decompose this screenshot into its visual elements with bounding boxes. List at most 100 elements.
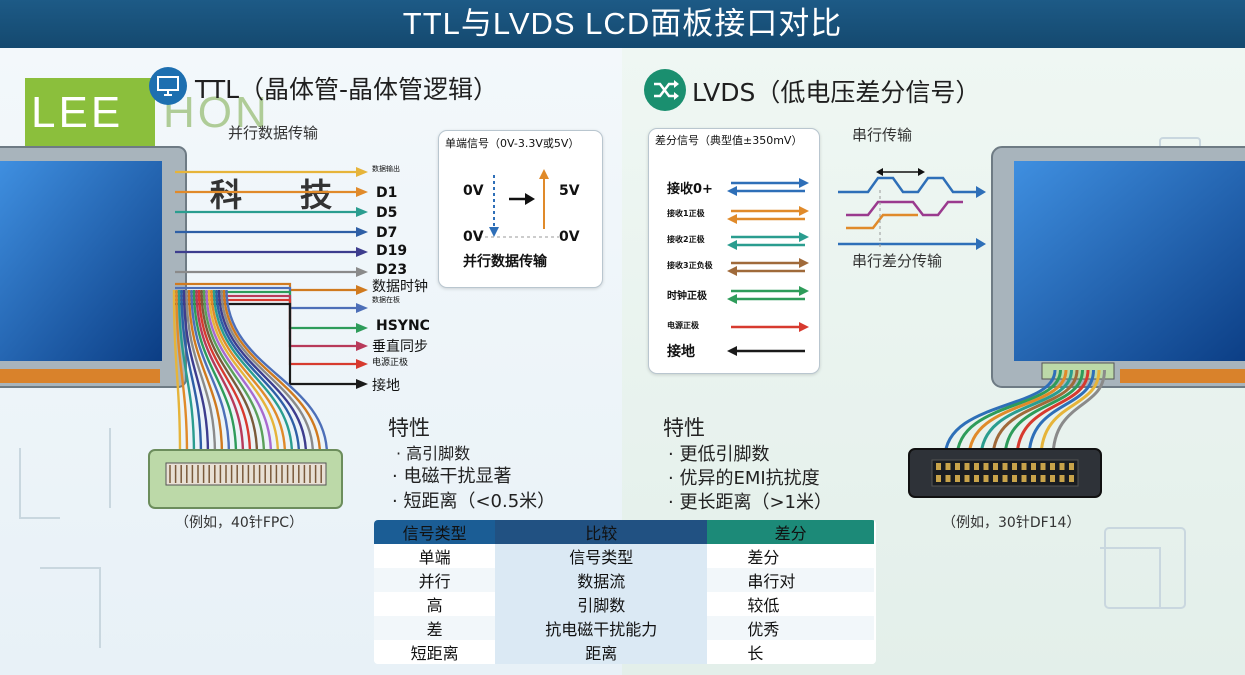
diff-pair-arrow	[727, 178, 809, 196]
comparison-table: 信号类型 比较 差分 单端信号类型差分并行数据流串行对高引脚数较低差抗电磁干扰能…	[374, 520, 876, 664]
table-cell: 差	[374, 616, 496, 640]
signal-label: D19	[376, 243, 408, 259]
df14-pin	[955, 475, 960, 482]
df14-pin	[1040, 475, 1046, 482]
signal-arrow	[356, 323, 368, 333]
ribbon-wire	[192, 290, 238, 456]
diff-pair-label: 电源正极	[667, 321, 699, 330]
lvds-wire	[1039, 370, 1101, 459]
diff-pair-arrow	[727, 258, 809, 276]
signal-label: 数据输出	[372, 165, 400, 173]
df14-pin	[1069, 463, 1074, 470]
table-row: 并行数据流串行对	[374, 568, 874, 592]
ttl-trait-3: · 短距离（<0.5米）	[392, 491, 556, 512]
ribbon-wire	[210, 290, 287, 456]
df14-pin	[945, 463, 951, 470]
lvds-wire	[1027, 370, 1095, 459]
ttl-ribbon-cable	[172, 290, 329, 456]
df14-pin	[964, 463, 970, 470]
diff-pair-label: 接收1正极	[667, 209, 705, 218]
shuffle-icon	[644, 69, 686, 111]
table-cell: 抗电磁干扰能力	[495, 616, 708, 640]
diff-pair-arrow	[731, 322, 809, 332]
df14-pin	[955, 463, 960, 470]
lvds-serial-diff-label: 串行差分传输	[852, 252, 943, 270]
table-row: 单端信号类型差分	[374, 544, 874, 568]
signal-arrow	[356, 247, 368, 257]
logo: LEE HON	[25, 78, 267, 150]
ttl-trait-1: · 高引脚数	[396, 444, 471, 463]
signal-label: 垂直同步	[372, 339, 428, 355]
df14-pin	[936, 463, 941, 470]
table-cell: 信号类型	[495, 544, 708, 568]
lvds-callout-title: 差分信号（典型值±350mV）	[655, 134, 803, 147]
ribbon-wire	[215, 290, 301, 456]
table-row: 短距离距离长	[374, 640, 874, 664]
ttl-v0-top: 0V	[463, 183, 484, 199]
lvds-wire	[1003, 370, 1084, 459]
circuit-background	[19, 137, 1230, 648]
serial-waveform	[838, 168, 986, 250]
df14-pin	[1059, 475, 1065, 482]
ribbon-wire	[180, 290, 203, 456]
table-header-row: 信号类型 比较 差分	[374, 520, 874, 544]
ribbon-wire	[187, 290, 224, 456]
table-header-1: 信号类型	[374, 520, 496, 544]
lvds-wire	[967, 370, 1068, 459]
lvds-connector-label: （例如，30针DF14）	[942, 515, 1081, 531]
table-cell: 高	[374, 592, 496, 616]
lvds-trait-3: · 更长距离（>1米）	[668, 492, 832, 513]
ttl-v0-left: 0V	[463, 229, 484, 245]
df14-pin	[1050, 475, 1055, 482]
signal-label: D5	[376, 205, 398, 221]
lvds-callout: 差分信号（典型值±350mV） 接收0+接收1正极接收2正极接收3正负极时钟正极…	[648, 128, 820, 374]
signal-label: 数据时钟	[372, 279, 428, 295]
signal-arrow	[356, 207, 368, 217]
df14-pin	[936, 475, 941, 482]
ribbon-wire	[172, 290, 182, 456]
ribbon-wire	[190, 290, 231, 456]
signal-label: 数据在板	[372, 296, 400, 304]
lvds-wire	[1051, 370, 1106, 459]
lvds-cable	[943, 370, 1106, 459]
diff-pair-label: 接收3正负极	[667, 261, 713, 270]
df14-pin	[974, 475, 979, 482]
monitor-icon	[149, 67, 187, 105]
table-cell: 距离	[495, 640, 708, 664]
ttl-v0-right: 0V	[559, 229, 580, 245]
signal-label: HSYNC	[376, 318, 430, 334]
df14-pin	[993, 463, 998, 470]
ttl-trait-2: · 电磁干扰显著	[392, 466, 512, 487]
diff-pair-arrow	[727, 206, 809, 224]
table-row: 高引脚数较低	[374, 592, 874, 616]
ribbon-wire	[177, 290, 196, 456]
lvds-heading: LVDS（低电压差分信号）	[692, 78, 981, 107]
ribbon-wire	[225, 290, 329, 456]
table-cell: 引脚数	[495, 592, 708, 616]
df14-pin	[1012, 475, 1017, 482]
ttl-callout-caption: 并行数据传输	[463, 254, 547, 270]
table-cell: 优秀	[707, 616, 874, 640]
table-row: 差抗电磁干扰能力优秀	[374, 616, 874, 640]
table-cell: 串行对	[707, 568, 874, 592]
ttl-subheading: 并行数据传输	[228, 124, 319, 142]
lvds-wire	[943, 370, 1057, 459]
table-cell: 单端	[374, 544, 496, 568]
signal-arrow	[356, 267, 368, 277]
signal-arrow	[356, 285, 368, 295]
lvds-traits-title: 特性	[663, 416, 705, 440]
signal-arrow	[356, 167, 368, 177]
ribbon-wire	[222, 290, 322, 456]
signal-label: D1	[376, 185, 398, 201]
df14-connector	[908, 448, 1102, 498]
logo-box: LEE	[25, 78, 155, 148]
signal-label: D7	[376, 225, 398, 241]
diff-pair-label: 时钟正极	[667, 291, 707, 302]
ribbon-wire	[217, 290, 308, 456]
df14-pin	[1040, 463, 1046, 470]
ttl-callout-title: 单端信号（0V-3.3V或5V）	[445, 137, 580, 150]
table-cell: 短距离	[374, 640, 496, 664]
table-header-3: 差分	[707, 520, 874, 544]
ribbon-wire	[200, 290, 259, 456]
df14-pin	[1069, 475, 1074, 482]
